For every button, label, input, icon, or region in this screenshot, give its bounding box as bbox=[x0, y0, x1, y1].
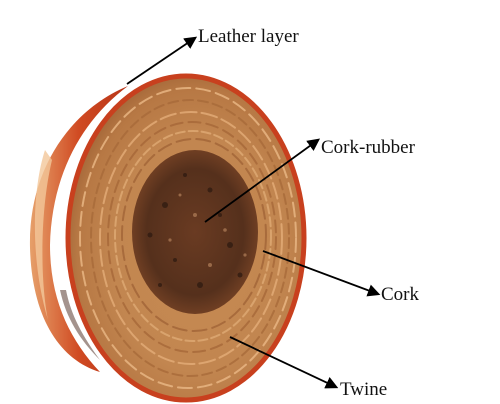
label-twine: Twine bbox=[340, 379, 387, 400]
core-speckles bbox=[147, 173, 243, 288]
label-leather-layer: Leather layer bbox=[198, 26, 299, 47]
label-cork: Cork bbox=[381, 284, 420, 305]
leather-edge bbox=[65, 73, 307, 403]
leather-rim-shadow bbox=[60, 290, 100, 360]
core-light-speckles bbox=[168, 193, 247, 267]
ball-illustration bbox=[29, 73, 307, 403]
leader-arrows bbox=[126, 36, 381, 389]
arrow-cork bbox=[262, 250, 381, 297]
twine-rings bbox=[79, 87, 297, 389]
arrow-twine bbox=[229, 336, 339, 389]
cork-rubber-core bbox=[132, 150, 258, 314]
label-cork-rubber: Cork-rubber bbox=[321, 137, 416, 158]
arrow-cork-rubber bbox=[204, 138, 321, 223]
leather-rim-highlight bbox=[34, 150, 52, 320]
leather-rim bbox=[29, 86, 128, 372]
arrow-leather-layer bbox=[126, 36, 198, 85]
